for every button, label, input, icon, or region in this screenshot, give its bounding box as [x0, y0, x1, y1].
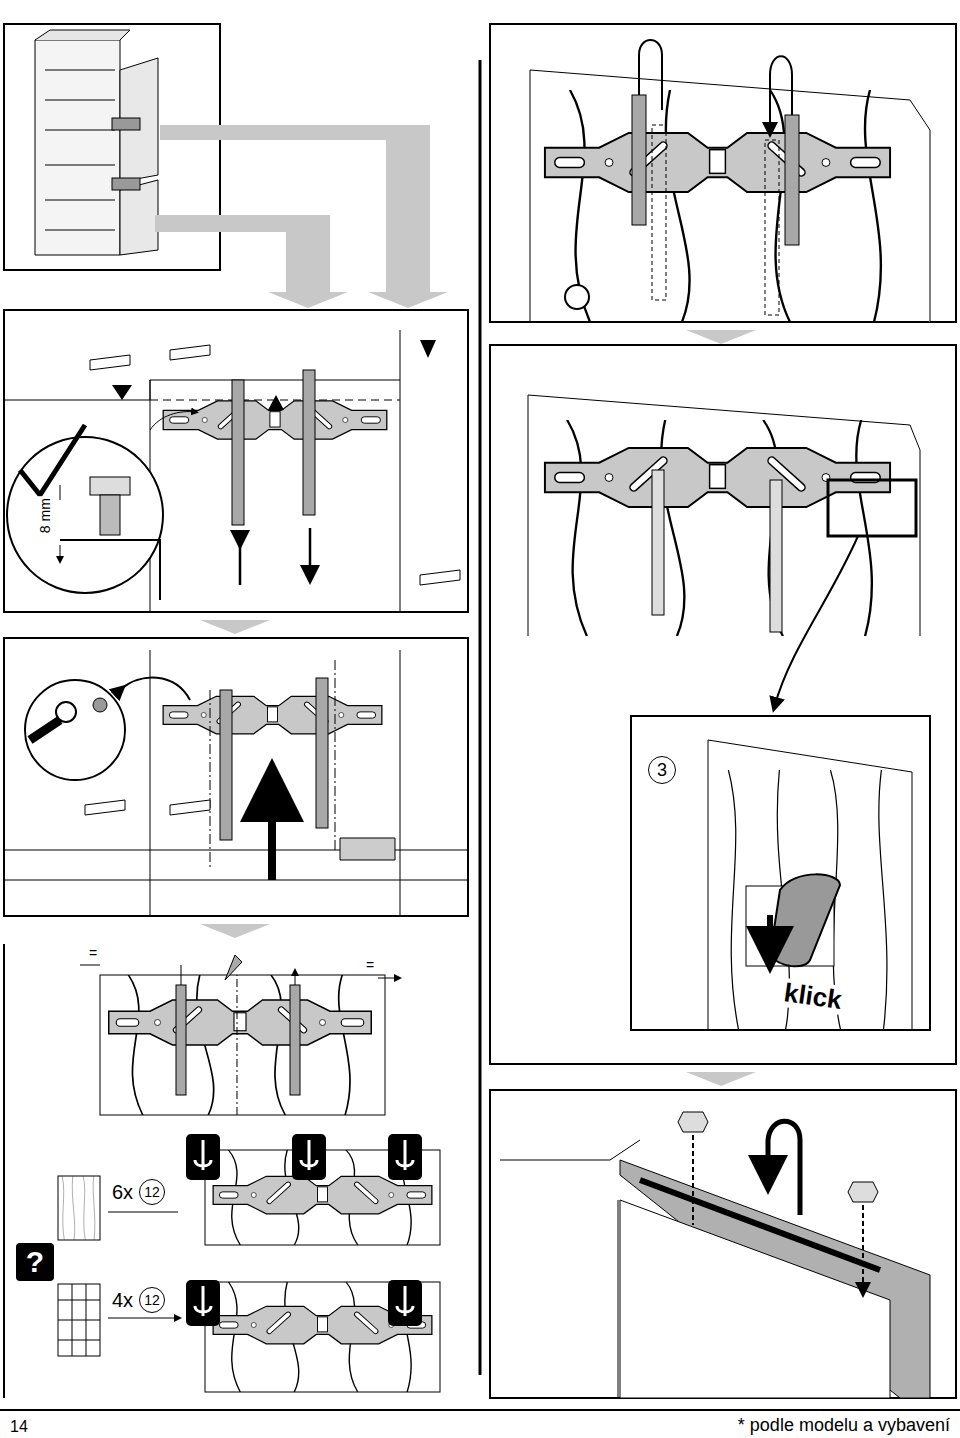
callout-number: 12: [144, 1293, 160, 1307]
page-number: 14: [8, 1418, 30, 1436]
annotation-label: =: [87, 946, 99, 961]
footnote: * podle modelu a vybavení: [736, 1416, 952, 1436]
callout-circle: 12: [139, 1287, 165, 1313]
callout-circle: 3: [648, 756, 676, 784]
callout-number: 3: [657, 761, 667, 779]
help-icon: ?: [16, 1243, 54, 1281]
annotation-label: =: [364, 958, 376, 973]
annotation-label: 4x: [110, 1289, 135, 1311]
callout-number: 12: [144, 1185, 160, 1199]
callout-circle: 12: [139, 1179, 165, 1205]
callout-number: ?: [26, 1247, 44, 1277]
dimension-label: 8 mm: [38, 496, 53, 535]
annotation-label: 6x: [110, 1181, 135, 1203]
